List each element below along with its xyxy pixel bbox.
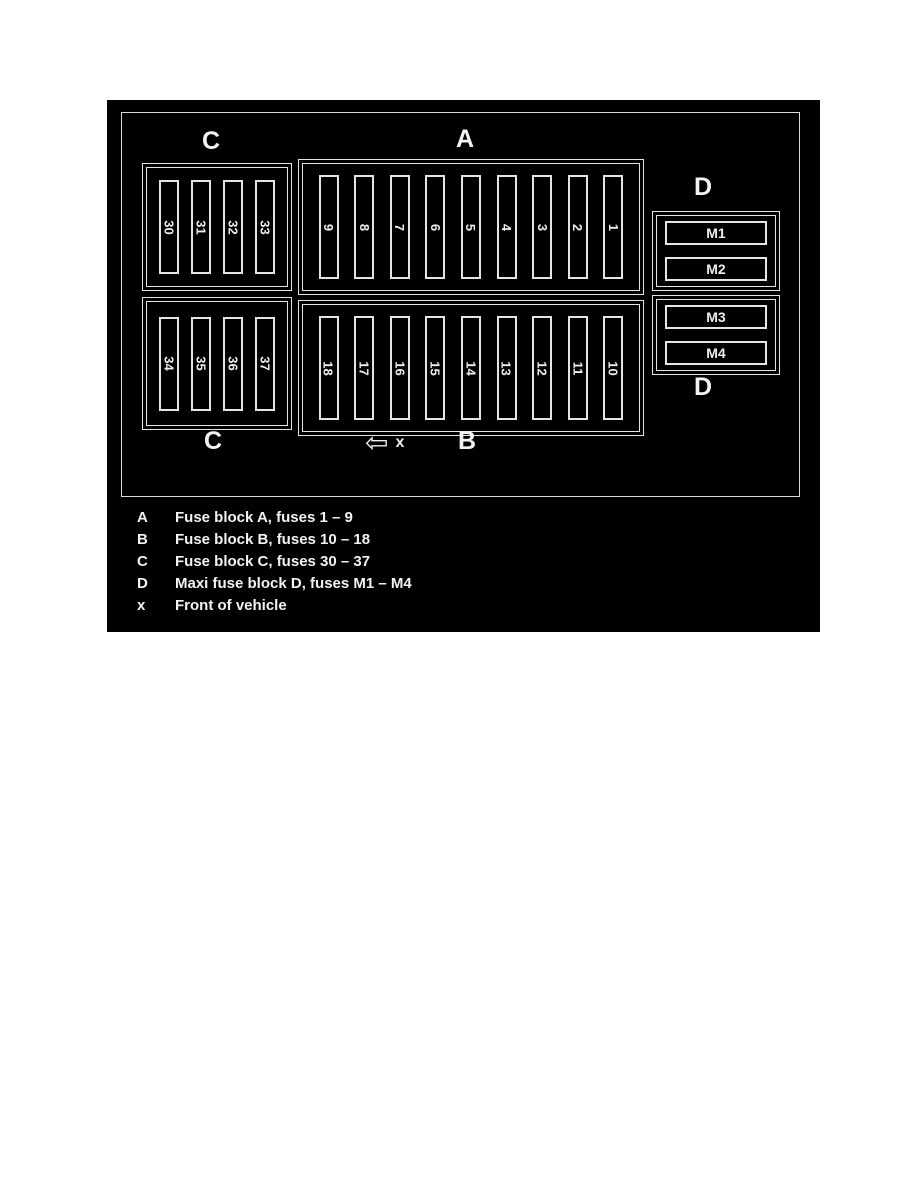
fuse-36-label: 36 [225,356,241,371]
legend-key-b: B [137,530,148,548]
fuse-30-label: 30 [161,219,177,235]
fuse-31-label: 31 [193,219,209,235]
fuse-block-c-top: 30 31 32 33 [142,163,292,291]
fuse-block-c-top-inner: 30 31 32 33 [146,167,288,287]
fuse-8: 8 [354,175,375,279]
legend-row-b: B Fuse block B, fuses 10 – 18 [137,528,412,550]
fuse-18-label: 18 [321,360,337,376]
legend-row-c: C Fuse block C, fuses 30 – 37 [137,550,412,572]
fuse-16: 16 [389,316,410,420]
front-of-vehicle-arrow-icon: ⇦ [365,427,389,458]
block-label-c-top: C [202,127,221,155]
maxi-fuse-block-d-top-inner: M1 M2 [656,215,776,287]
fuse-diagram-panel: C A D 30 31 32 33 9 8 7 6 5 4 3 2 1 [107,100,820,632]
fuse-4-label: 4 [499,223,515,231]
fuse-32: 32 [223,180,243,274]
legend-key-d: D [137,574,148,592]
fuse-2: 2 [567,175,588,279]
fuse-13: 13 [496,316,517,420]
fuse-34: 34 [159,316,179,411]
fuse-7: 7 [389,175,410,279]
fuse-17-label: 17 [356,360,372,376]
fuse-37-label: 37 [257,356,273,371]
maxi-fuse-block-d-bottom: M3 M4 [652,295,780,375]
fuse-block-b: 18 17 16 15 14 13 12 11 10 [298,300,644,436]
fuse-8-label: 8 [356,223,372,231]
legend-key-a: A [137,508,148,526]
front-of-vehicle-indicator: ⇦ x [365,429,404,457]
fuse-m1: M1 [665,220,767,245]
fuse-10: 10 [603,316,624,420]
front-of-vehicle-x-label: x [395,434,405,451]
fuse-30: 30 [159,180,179,274]
legend-key-x: x [137,596,146,614]
fuse-16-label: 16 [392,360,408,376]
fuse-1-label: 1 [605,223,621,231]
fuse-18: 18 [318,316,339,420]
fuse-37: 37 [255,316,275,411]
fuse-m4: M4 [665,341,767,366]
fuse-9: 9 [318,175,339,279]
block-label-d-top: D [694,173,713,201]
fuse-2-label: 2 [570,223,586,231]
fuse-5: 5 [460,175,481,279]
legend-text-x: Front of vehicle [175,596,287,614]
legend-text-c: Fuse block C, fuses 30 – 37 [175,552,371,570]
fuse-33: 33 [255,180,275,274]
legend-row-x: x Front of vehicle [137,594,412,616]
fuse-7-label: 7 [392,223,408,231]
maxi-fuse-block-d-top: M1 M2 [652,211,780,291]
fuse-12: 12 [532,316,553,420]
fuse-33-label: 33 [257,219,273,235]
fuse-12-label: 12 [534,360,550,376]
fuse-block-c-bottom: 34 35 36 37 [142,297,292,430]
block-label-a: A [456,125,475,153]
legend-row-d: D Maxi fuse block D, fuses M1 – M4 [137,572,412,594]
fuse-13-label: 13 [499,360,515,376]
diagram-frame: C A D 30 31 32 33 9 8 7 6 5 4 3 2 1 [121,112,800,497]
legend-key-c: C [137,552,148,570]
maxi-fuse-block-d-bottom-inner: M3 M4 [656,299,776,371]
block-label-d-bottom: D [694,373,713,401]
legend-text-d: Maxi fuse block D, fuses M1 – M4 [175,574,412,592]
fuse-3: 3 [532,175,553,279]
fuse-35-label: 35 [193,356,209,371]
fuse-36: 36 [223,316,243,411]
fuse-block-a: 9 8 7 6 5 4 3 2 1 [298,159,644,295]
legend-text-b: Fuse block B, fuses 10 – 18 [175,530,371,548]
fuse-11: 11 [567,316,588,420]
fuse-block-a-inner: 9 8 7 6 5 4 3 2 1 [302,163,640,291]
fuse-17: 17 [354,316,375,420]
fuse-9-label: 9 [321,223,337,231]
fuse-15: 15 [425,316,446,420]
fuse-31: 31 [191,180,211,274]
block-label-b: B [458,427,477,455]
legend: A Fuse block A, fuses 1 – 9 B Fuse block… [137,506,412,616]
fuse-m3: M3 [665,304,767,329]
fuse-5-label: 5 [463,223,479,231]
legend-row-a: A Fuse block A, fuses 1 – 9 [137,506,412,528]
fuse-35: 35 [191,316,211,411]
fuse-block-c-bottom-inner: 34 35 36 37 [146,301,288,426]
fuse-11-label: 11 [570,361,586,375]
fuse-6: 6 [425,175,446,279]
fuse-32-label: 32 [225,219,241,235]
fuse-10-label: 10 [605,360,621,376]
fuse-m2: M2 [665,257,767,282]
fuse-15-label: 15 [427,360,443,376]
fuse-1: 1 [603,175,624,279]
fuse-14-label: 14 [463,360,479,376]
fuse-3-label: 3 [534,223,550,231]
fuse-block-b-inner: 18 17 16 15 14 13 12 11 10 [302,304,640,432]
fuse-34-label: 34 [161,356,177,371]
block-label-c-bottom: C [204,427,223,455]
legend-text-a: Fuse block A, fuses 1 – 9 [175,508,353,526]
fuse-4: 4 [496,175,517,279]
fuse-14: 14 [460,316,481,420]
fuse-6-label: 6 [427,223,443,231]
